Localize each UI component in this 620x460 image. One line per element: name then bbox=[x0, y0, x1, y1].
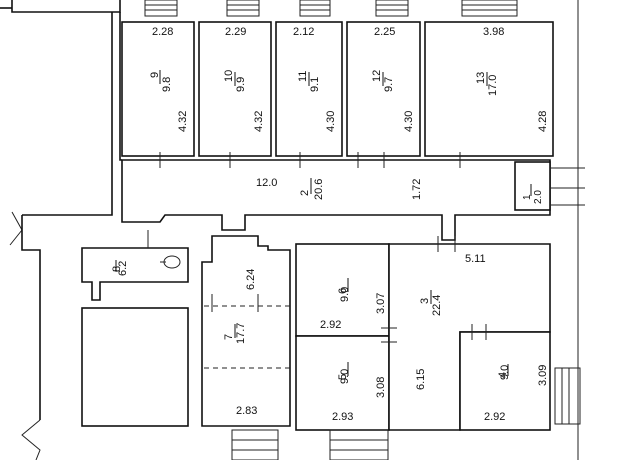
room-9 bbox=[121, 21, 195, 157]
room-9-area: 9.8 bbox=[161, 77, 173, 92]
room-12 bbox=[346, 21, 421, 157]
outer-walls bbox=[0, 0, 579, 460]
room-11-length: 4.30 bbox=[325, 111, 337, 132]
room-7-area: 17.7 bbox=[235, 323, 247, 344]
room-13-number: 13 bbox=[475, 72, 487, 84]
room-7-number: 7 bbox=[223, 334, 235, 340]
room-8-number: 8 bbox=[111, 266, 123, 272]
room-9-number: 9 bbox=[149, 72, 161, 78]
room-6-width: 3.07 bbox=[375, 293, 387, 314]
room-6-number: 6 bbox=[337, 288, 349, 294]
room-4-area: 9.0 bbox=[499, 365, 511, 380]
room-2-corridor bbox=[121, 152, 551, 241]
left-block bbox=[81, 307, 189, 427]
room-7-length: 2.83 bbox=[236, 405, 257, 417]
room-4-number: 4 bbox=[497, 372, 509, 378]
room-5-length: 2.93 bbox=[332, 411, 353, 423]
room-12-length: 4.30 bbox=[403, 111, 415, 132]
room-4 bbox=[459, 331, 551, 431]
room-13-length: 4.28 bbox=[537, 111, 549, 132]
room-3-length: 6.15 bbox=[415, 369, 427, 390]
room-1-number: 1 bbox=[522, 194, 533, 200]
room-5-area: 9.0 bbox=[339, 369, 351, 384]
fraction-bars bbox=[115, 70, 532, 376]
room-11 bbox=[275, 21, 343, 157]
door-ticks bbox=[381, 236, 487, 343]
room-11-number: 11 bbox=[297, 71, 309, 82]
room-8-area: 6.2 bbox=[117, 261, 129, 276]
room-9-length: 4.32 bbox=[177, 111, 189, 132]
bottom-stairs-left bbox=[231, 429, 279, 460]
room-9-width: 2.28 bbox=[152, 26, 173, 38]
room-8 bbox=[81, 230, 189, 301]
room-3-width: 5.11 bbox=[465, 253, 486, 265]
top-stairs bbox=[144, 0, 518, 17]
room-2-area: 20.6 bbox=[313, 179, 325, 200]
room-10 bbox=[198, 21, 272, 157]
room-11-width: 2.12 bbox=[293, 26, 314, 38]
room-5-width: 3.08 bbox=[375, 377, 387, 398]
room-3-number: 3 bbox=[419, 298, 431, 304]
room-2-number: 2 bbox=[299, 190, 311, 196]
room-3-area: 22.4 bbox=[431, 295, 443, 316]
room-4-length: 2.92 bbox=[484, 411, 505, 423]
room-1 bbox=[514, 161, 585, 211]
room-12-width: 2.25 bbox=[374, 26, 395, 38]
right-stairs bbox=[554, 367, 581, 425]
room-2-length: 1.72 bbox=[411, 179, 423, 200]
room-4-width: 3.09 bbox=[537, 365, 549, 386]
room-11-area: 9.1 bbox=[309, 77, 321, 92]
room-7 bbox=[201, 235, 291, 427]
room-10-number: 10 bbox=[223, 70, 235, 82]
room-10-area: 9.9 bbox=[235, 77, 247, 92]
room-12-number: 12 bbox=[371, 70, 383, 82]
room-10-length: 4.32 bbox=[253, 111, 265, 132]
room-6-length: 2.92 bbox=[320, 319, 341, 331]
room-10-width: 2.29 bbox=[225, 26, 246, 38]
bottom-stairs-right bbox=[329, 429, 389, 460]
room-7-width: 6.24 bbox=[245, 269, 257, 290]
room-2-width: 12.0 bbox=[256, 177, 277, 189]
room-13-area: 17.0 bbox=[487, 75, 499, 96]
room-13 bbox=[424, 21, 554, 157]
room-12-area: 9.7 bbox=[383, 77, 395, 92]
room-1-area: 2.0 bbox=[533, 190, 544, 204]
room-6-area: 9.0 bbox=[339, 287, 351, 302]
room-5 bbox=[295, 335, 390, 431]
room-5-number: 5 bbox=[337, 374, 349, 380]
room-13-width: 3.98 bbox=[483, 26, 504, 38]
